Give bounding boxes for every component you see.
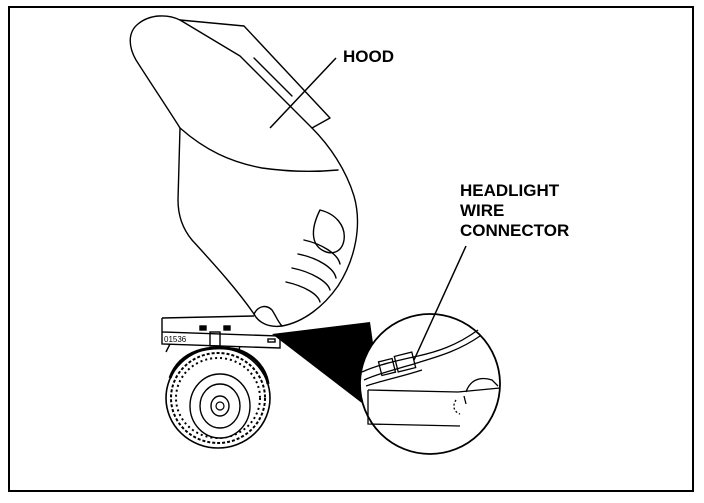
connector-callout-line-2: WIRE (460, 201, 505, 220)
magnifier-cone (272, 322, 384, 420)
hood-body (129, 15, 359, 328)
front-wheel (165, 346, 271, 449)
frame-rail (161, 315, 281, 349)
headlight-wire-connector-callout: HEADLIGHT WIRE CONNECTOR (460, 181, 569, 241)
magnified-detail (359, 313, 501, 455)
diagram-frame (8, 6, 694, 492)
hood-leader (269, 57, 337, 129)
connector-callout-line-1: HEADLIGHT (460, 181, 560, 200)
part-number: 01536 (164, 335, 187, 344)
hood-callout: HOOD (343, 47, 394, 66)
connector-callout-line-3: CONNECTOR (460, 221, 570, 240)
connector-leader (413, 245, 467, 361)
